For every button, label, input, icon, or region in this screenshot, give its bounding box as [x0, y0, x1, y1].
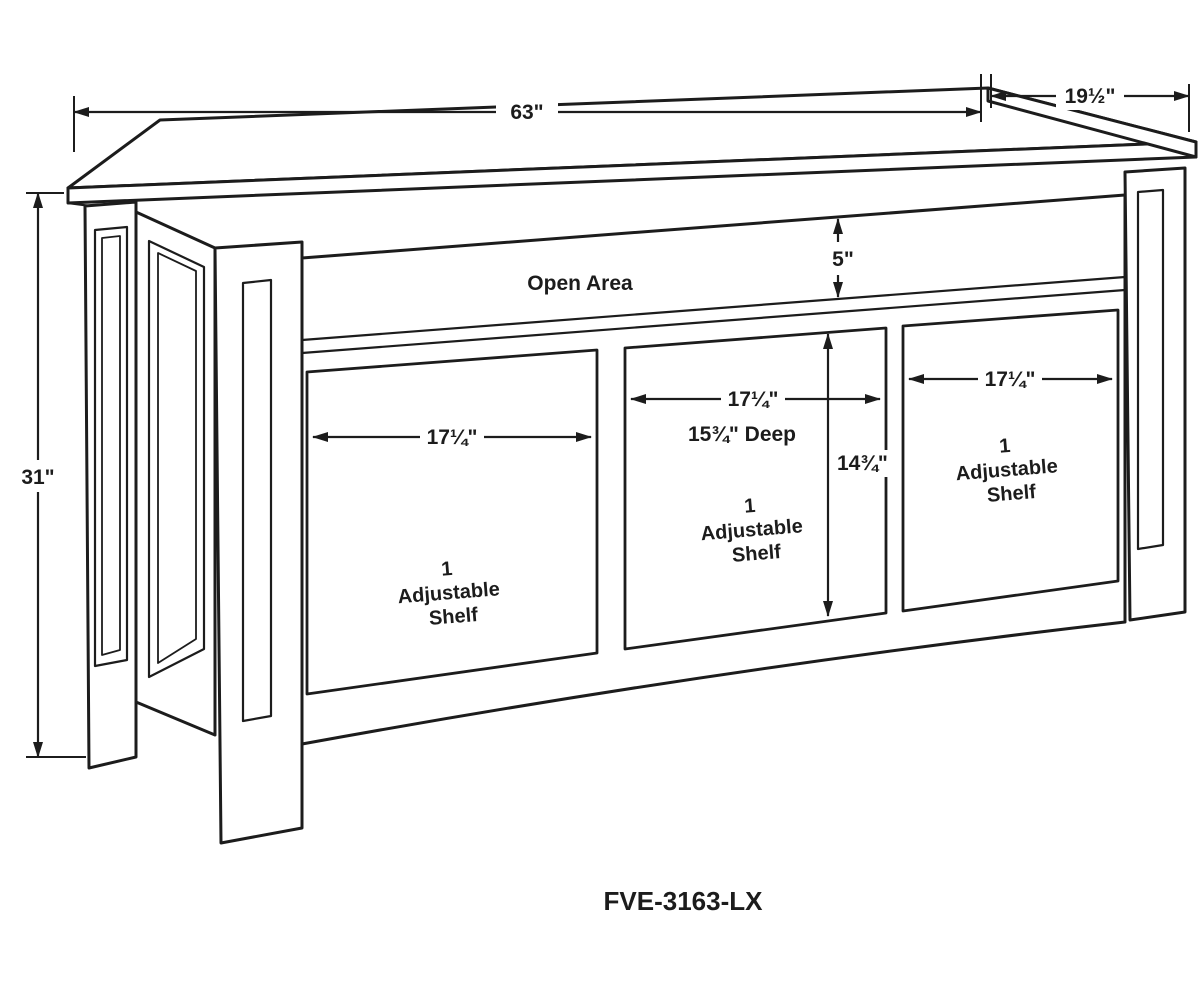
back-left-leg-frame-inner: [101, 235, 121, 656]
compartment-depth-label: 15¾" Deep: [688, 423, 796, 446]
open-area-bottom-line: [301, 275, 1126, 342]
table-top: [66, 86, 1198, 214]
right-compartment-panel: [901, 308, 1120, 613]
middle-compartment-height-mask: [832, 450, 894, 477]
middle-compartment-width-label: 17¼": [728, 388, 779, 411]
left-compartment-panel: [305, 348, 599, 696]
front-right-leg-inset-panel: [1136, 188, 1165, 551]
left-side-frame-inner: [157, 252, 197, 664]
depth-dimension-label: 19½": [1065, 85, 1116, 108]
middle-shelf-label-line3: Shelf: [731, 541, 782, 567]
front-right-leg-post: [1123, 166, 1187, 622]
front-left-leg-post: [213, 240, 304, 845]
middle-compartment-panel: [623, 326, 888, 651]
left-compartment-width-label: 17¼": [427, 426, 478, 449]
left-side: [83, 200, 217, 770]
right-shelf-label-line3: Shelf: [986, 481, 1037, 507]
model-number-label: FVE-3163-LX: [604, 886, 764, 916]
middle-shelf-label-line1: 1: [743, 495, 756, 518]
width-dimension: 63": [73, 74, 982, 152]
right-shelf-label: 1 Adjustable Shelf: [953, 431, 1066, 509]
left-shelf-label-line1: 1: [440, 558, 453, 581]
left-compartment-width-mask: [420, 422, 484, 451]
middle-compartment-width-mask: [721, 384, 785, 413]
open-area-height-dimension: 5": [824, 218, 862, 298]
middle-compartment-height-label: 14¾": [837, 452, 888, 475]
height-dimension: 31": [12, 192, 86, 758]
open-area-label: Open Area: [527, 272, 633, 295]
left-shelf-label-line3: Shelf: [428, 604, 479, 630]
mid-rail-line: [301, 288, 1126, 355]
front-left-leg-inset-panel: [241, 278, 273, 723]
open-area-height-label: 5": [832, 248, 854, 271]
right-compartment-width-mask: [978, 364, 1042, 393]
front-right-leg: [1123, 166, 1187, 622]
right-compartment-width-label: 17¼": [985, 368, 1036, 391]
width-label-mask: [496, 97, 558, 126]
right-compartment-annotations: 17¼" 1 Adjustable Shelf: [908, 364, 1113, 509]
height-dimension-label: 31": [21, 466, 54, 489]
depth-label-mask: [1056, 81, 1124, 110]
left-side-frame-outer: [147, 239, 206, 679]
open-area-height-label-mask: [824, 242, 862, 275]
front-left-leg: [213, 240, 304, 845]
back-left-leg: [83, 200, 138, 770]
right-shelf-label-line1: 1: [998, 435, 1011, 458]
height-label-mask: [12, 460, 66, 492]
depth-dimension: 19½": [990, 74, 1190, 132]
back-left-leg-frame-outer: [93, 225, 129, 668]
width-dimension-label: 63": [510, 101, 543, 124]
